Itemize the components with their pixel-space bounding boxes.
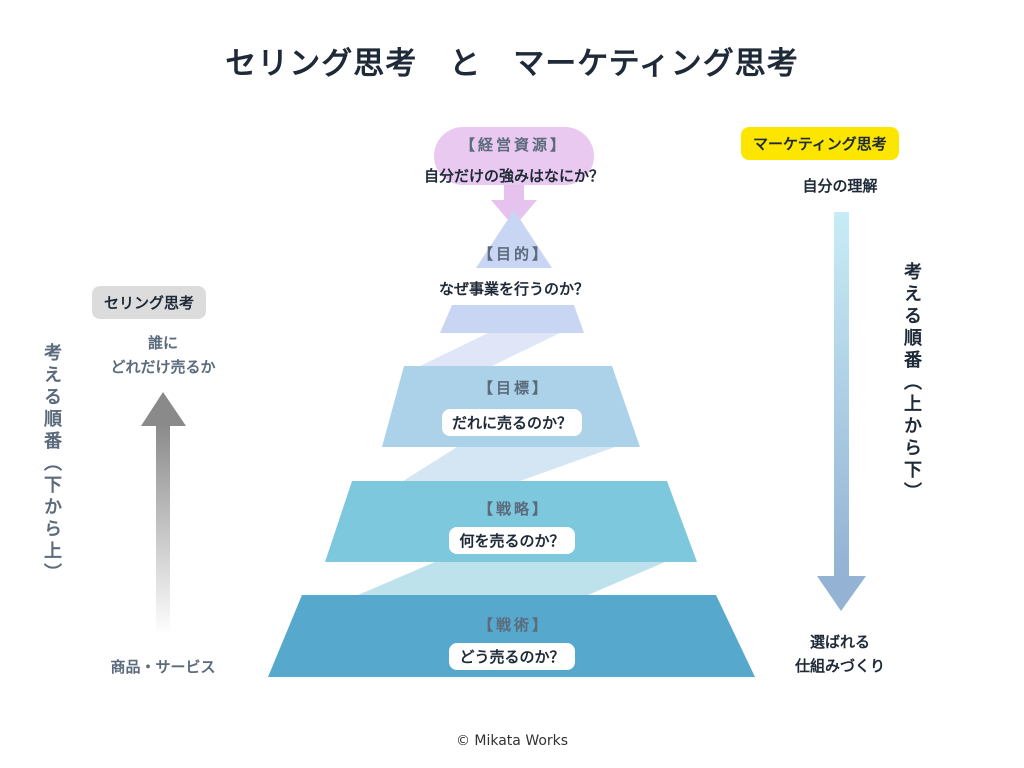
level-tactics [268, 595, 755, 677]
selling-top-line2: どれだけ売るか [110, 358, 216, 376]
selling-top-line1: 誰に [147, 334, 178, 352]
selling-bottom-text: 商品・サービス [110, 658, 216, 676]
purpose-label: 【目的】 [477, 245, 550, 263]
marketing-top-text: 自分の理解 [802, 177, 878, 195]
resource-label: 【経営資源】 [459, 136, 568, 154]
connector-purpose-goal [420, 333, 560, 366]
goal-question: だれに売るのか？ [441, 409, 582, 436]
marketing-bottom-line1: 選ばれる [809, 633, 870, 651]
page-title: セリング思考 と マーケティング思考 [225, 46, 799, 82]
resource-question: 自分だけの強みはなにか？ [423, 167, 604, 185]
down-arrow-blue-icon [817, 576, 866, 611]
up-arrow-shaft [156, 425, 170, 635]
marketing-bottom-line2: 仕組みづくり [794, 657, 885, 675]
credit-text: © Mikata Works [455, 733, 569, 749]
strategy-label: 【戦略】 [477, 500, 550, 518]
tactics-question: どう売るのか？ [449, 643, 575, 670]
strategy-question: 何を売るのか？ [449, 527, 575, 554]
selling-order-label: 考える順番（下から上） [41, 343, 62, 585]
down-arrow-shaft [834, 212, 849, 577]
tactics-label: 【戦術】 [477, 616, 550, 634]
resource-pill [434, 127, 594, 185]
purpose-question: なぜ事業を行うのか？ [438, 280, 589, 298]
level-purpose-top [476, 210, 552, 268]
level-purpose-base [440, 305, 584, 333]
up-arrow-gray-icon [141, 392, 186, 426]
connector-strategy-tactics [358, 562, 665, 595]
marketing-bottom-text: 選ばれる 仕組みづくり [760, 630, 920, 678]
marketing-order-label: 考える順番（上から下） [901, 262, 922, 504]
level-strategy [325, 481, 697, 562]
selling-top-text: 誰に どれだけ売るか [80, 331, 246, 379]
down-arrow-pink-icon [491, 185, 537, 227]
selling-thinking-tag: セリング思考 [92, 286, 207, 319]
marketing-thinking-tag: マーケティング思考 [741, 127, 899, 160]
goal-label: 【目標】 [477, 379, 550, 397]
connector-goal-strategy [403, 447, 615, 481]
